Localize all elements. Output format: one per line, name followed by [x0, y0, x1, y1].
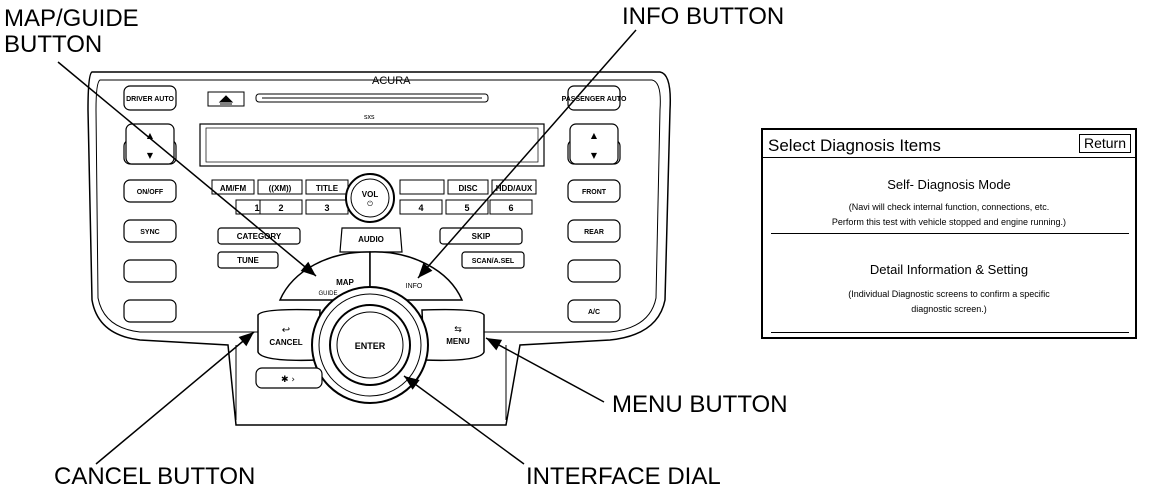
audio-row-button[interactable] — [257, 179, 303, 195]
svg-text:AUDIO: AUDIO — [358, 235, 384, 244]
left-side-label: DRIVER AUTO — [126, 96, 174, 103]
brand-label: ACURA — [372, 75, 411, 87]
preset-label: 5 — [464, 203, 469, 213]
left-side-button[interactable] — [123, 259, 177, 283]
detail-info-desc-line1: (Individual Diagnostic screens to confir… — [848, 289, 1050, 299]
audio-row-label: AM/FM — [220, 184, 247, 193]
left-side-button[interactable] — [123, 179, 177, 203]
preset-label: 1 — [254, 203, 259, 213]
cd-slot-area: ACURA sxs — [207, 75, 489, 121]
right-side-label: PASSENGER AUTO — [562, 96, 627, 103]
dial-callout: INTERFACE DIAL — [526, 463, 721, 490]
svg-text:CANCEL: CANCEL — [269, 338, 302, 347]
divider — [771, 332, 1129, 333]
preset-button[interactable] — [399, 199, 443, 215]
svg-text:MAP: MAP — [336, 278, 354, 287]
back-arrow-icon: ↩ — [282, 325, 290, 336]
fan-button[interactable] — [255, 367, 323, 389]
svg-text:TUNE: TUNE — [237, 256, 259, 265]
svg-text:ENTER: ENTER — [355, 341, 386, 351]
map-guide-arrow — [57, 61, 317, 277]
svg-text:SKIP: SKIP — [472, 232, 491, 241]
info-arrow — [417, 29, 637, 279]
menu-button[interactable] — [421, 308, 485, 362]
left-side-label: SYNC — [140, 229, 159, 236]
svg-text:SCAN/A.SEL: SCAN/A.SEL — [472, 258, 515, 265]
diagnosis-screen: Select Diagnosis Items Return Self- Diag… — [761, 128, 1137, 339]
dial-arrow — [403, 375, 525, 465]
audio-row-button[interactable] — [399, 179, 445, 195]
cancel-arrow — [95, 331, 255, 465]
preset-label: 3 — [324, 203, 329, 213]
menu-callout: MENU BUTTON — [612, 391, 788, 418]
left-side-button[interactable] — [123, 299, 177, 323]
left-side-button[interactable] — [123, 219, 177, 243]
left-side-label: ON/OFF — [137, 189, 164, 196]
map-guide-callout-line2: BUTTON — [4, 31, 103, 58]
audio-row-button[interactable] — [211, 179, 255, 195]
svg-text:INFO: INFO — [406, 283, 423, 290]
preset-label: 2 — [278, 203, 283, 213]
divider — [771, 233, 1129, 234]
menu-icon: ⇆ — [454, 325, 462, 335]
fan-icon: ✱ › — [281, 375, 295, 385]
eject-icon — [218, 95, 234, 105]
audio-row-label: ((XM)) — [269, 184, 292, 193]
self-diagnosis-desc-line2: Perform this test with vehicle stopped a… — [831, 217, 1067, 227]
audio-row-label: TITLE — [316, 184, 339, 193]
right-side-button[interactable] — [567, 259, 621, 283]
svg-text:GUIDE: GUIDE — [318, 291, 337, 297]
right-side-label: FRONT — [582, 189, 607, 196]
right-side-button[interactable] — [567, 219, 621, 243]
preset-button[interactable] — [259, 199, 303, 215]
preset-button[interactable] — [489, 199, 533, 215]
radio-display — [199, 123, 545, 167]
left-temp-rocker[interactable] — [125, 123, 175, 165]
self-diagnosis-item[interactable]: Self- Diagnosis Mode — [887, 177, 1011, 192]
enter-button[interactable] — [336, 311, 404, 379]
right-temp-rocker[interactable] — [569, 123, 619, 165]
preset-label: 6 — [508, 203, 513, 213]
map-guide-callout-line1: MAP/GUIDE — [4, 5, 139, 32]
audio-row-label: HDD/AUX — [496, 184, 533, 193]
right-side-button[interactable] — [567, 299, 621, 323]
return-button[interactable]: Return — [1078, 134, 1131, 153]
svg-text:⏻: ⏻ — [367, 200, 373, 208]
info-button[interactable] — [369, 251, 464, 301]
svg-text:MENU: MENU — [446, 337, 470, 346]
tune-button[interactable] — [217, 251, 279, 269]
map-guide-button[interactable] — [278, 251, 371, 301]
self-diagnosis-desc-line1: (Navi will check internal function, conn… — [848, 202, 1050, 212]
detail-info-item[interactable]: Detail Information & Setting — [869, 262, 1029, 277]
preset-label: 4 — [418, 203, 423, 213]
screen-header: Select Diagnosis Items Return — [763, 130, 1135, 158]
audio-button[interactable] — [339, 227, 403, 253]
audio-row-button[interactable] — [491, 179, 537, 195]
detail-info-desc-line2: diagnostic screen.) — [911, 304, 987, 314]
skip-button[interactable] — [439, 227, 523, 245]
right-side-label: REAR — [584, 229, 604, 236]
menu-arrow — [485, 337, 605, 403]
audio-row-label: DISC — [458, 184, 477, 193]
temp-down-icon: ▼ — [591, 151, 598, 160]
temp-up-icon: ▲ — [147, 131, 154, 140]
temp-down-icon: ▼ — [147, 151, 154, 160]
svg-text:CATEGORY: CATEGORY — [237, 232, 282, 241]
right-side-label: A/C — [588, 309, 600, 316]
unit-bezel — [87, 71, 672, 426]
left-side-button[interactable] — [123, 85, 177, 111]
svg-text:sxs: sxs — [364, 114, 375, 121]
temp-up-icon: ▲ — [591, 131, 598, 140]
vol-label: VOL — [362, 190, 379, 199]
audio-row-button[interactable] — [447, 179, 489, 195]
info-callout: INFO BUTTON — [622, 3, 785, 30]
screen-title: Select Diagnosis Items — [768, 136, 941, 155]
cancel-callout: CANCEL BUTTON — [54, 463, 256, 490]
right-side-button[interactable] — [567, 179, 621, 203]
scan-button[interactable] — [461, 251, 525, 269]
